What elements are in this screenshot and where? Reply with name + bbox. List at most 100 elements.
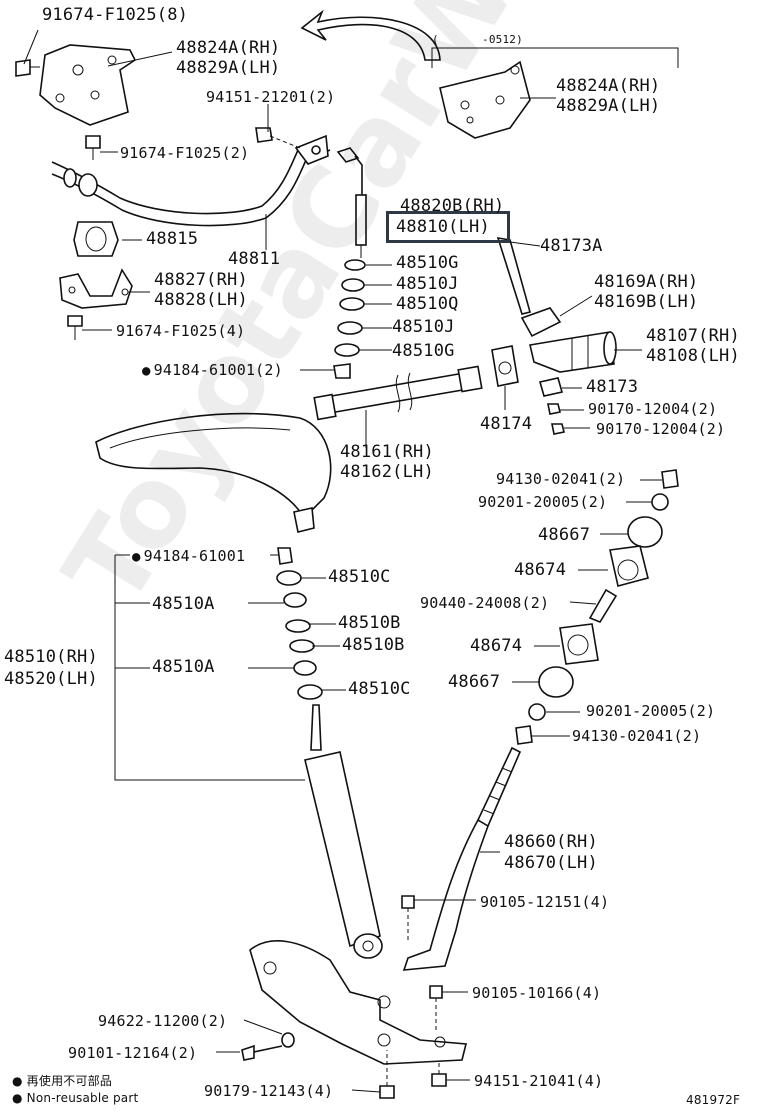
part-label[interactable]: 48510C: [328, 567, 391, 587]
part-label: 48670(LH): [504, 853, 598, 873]
stabilizer-link: [336, 147, 367, 258]
part-label[interactable]: 48510A: [152, 594, 215, 614]
nut-94151-b: [431, 1073, 447, 1087]
bracket-48827: [59, 268, 133, 309]
anchor-48174: [491, 345, 519, 387]
part-label[interactable]: 91674-F1025(2): [120, 144, 250, 162]
cushion-48510j: [341, 278, 365, 292]
washer-90201: [651, 493, 669, 511]
lower-control-arm: [249, 940, 468, 1065]
part-label[interactable]: 94130-02041(2): [572, 727, 702, 745]
part-label[interactable]: 48510A: [152, 657, 215, 677]
part-label[interactable]: 48510G: [392, 341, 455, 361]
part-label[interactable]: 90170-12004(2): [596, 420, 726, 438]
part-label[interactable]: 48161(RH): [340, 442, 434, 462]
bolt-91674-a: [85, 135, 101, 149]
part-label[interactable]: 48510B: [338, 613, 401, 633]
bolt-91674-b: [67, 315, 83, 327]
part-label[interactable]: 90201-20005(2): [586, 702, 716, 720]
nut-90179: [379, 1085, 395, 1099]
part-label[interactable]: 90105-10166(4): [472, 984, 602, 1002]
cushion-48510j-2: [337, 321, 363, 335]
nut-94130-b: [515, 725, 533, 745]
direction-arrow: [300, 9, 441, 61]
washer-48510b: [285, 619, 311, 633]
part-label[interactable]: 48510Q: [396, 294, 459, 314]
part-label[interactable]: 48169A(RH): [594, 272, 699, 292]
part-label[interactable]: 91674-F1025(8): [42, 5, 189, 25]
part-label[interactable]: 94184-61001: [132, 547, 245, 566]
part-label: 48828(LH): [154, 290, 248, 310]
part-label[interactable]: 94622-11200(2): [98, 1012, 228, 1030]
part-label[interactable]: 90101-12164(2): [68, 1044, 198, 1062]
part-label[interactable]: 90105-12151(4): [480, 893, 610, 911]
part-label[interactable]: 48660(RH): [504, 832, 598, 852]
rod-48173a: [496, 236, 531, 315]
part-label[interactable]: 48827(RH): [154, 270, 248, 290]
part-label[interactable]: 48510J: [392, 317, 455, 337]
part-label[interactable]: 48815: [146, 229, 199, 249]
part-label[interactable]: 91674-F1025(4): [116, 322, 246, 340]
part-label[interactable]: 48824A(RH): [176, 38, 281, 58]
part-label[interactable]: 48510G: [396, 253, 459, 273]
washer-48510c-2: [297, 684, 323, 700]
part-label[interactable]: 48510J: [396, 274, 459, 294]
date-range-open: (: [432, 33, 439, 46]
part-label[interactable]: 48667: [538, 525, 591, 545]
bushing-48510a-2: [293, 660, 317, 676]
bushing-48510a: [283, 592, 307, 608]
nut-94130: [661, 469, 679, 489]
part-label[interactable]: 90201-20005(2): [478, 493, 608, 511]
washer-48510g-2: [334, 343, 360, 357]
part-label[interactable]: 94151-21201(2): [206, 88, 336, 106]
washer-48510b-2: [289, 639, 315, 653]
legend-line-en: ● Non-reusable part: [12, 1091, 139, 1105]
part-label[interactable]: 48510(RH): [4, 647, 98, 667]
part-label[interactable]: 48510C: [348, 679, 411, 699]
selected-part-highlight: [386, 211, 510, 243]
washer-94622: [281, 1032, 295, 1048]
part-label[interactable]: 48173: [586, 377, 639, 397]
part-label[interactable]: 48667: [448, 672, 501, 692]
part-label-selected[interactable]: 48810(LH): [396, 217, 490, 237]
shock-absorber: [304, 704, 383, 959]
bolt-91674-top: [15, 59, 31, 77]
part-label[interactable]: 90440-24008(2): [420, 594, 550, 612]
retainer-48667: [627, 516, 663, 548]
date-range-end: -0512): [482, 33, 523, 46]
part-label[interactable]: 48811: [228, 249, 281, 269]
part-label[interactable]: 48107(RH): [646, 326, 740, 346]
part-label[interactable]: 48674: [470, 636, 523, 656]
bolt-90105-b: [429, 985, 443, 999]
bushing-48107: [529, 331, 617, 373]
bolt-90105-a: [401, 895, 415, 909]
part-label[interactable]: 48510B: [342, 635, 405, 655]
part-label: 48162(LH): [340, 462, 434, 482]
washer-48510c: [276, 570, 302, 586]
part-label[interactable]: 90179-12143(4): [204, 1082, 334, 1100]
leader-lines: [82, 51, 662, 1093]
torsion-bar: [313, 365, 483, 421]
part-label[interactable]: 48674: [514, 560, 567, 580]
part-label[interactable]: 94151-21041(4): [474, 1072, 604, 1090]
part-label[interactable]: 48173A: [540, 236, 603, 256]
part-label[interactable]: 94184-61001(2): [142, 361, 283, 380]
bushing-48674-b: [559, 623, 599, 665]
part-label[interactable]: 94130-02041(2): [496, 470, 626, 488]
nut-94184: [333, 363, 351, 379]
bushing-48815: [73, 221, 119, 257]
part-label: 48829A(LH): [556, 96, 661, 116]
part-label: 48108(LH): [646, 346, 740, 366]
part-label[interactable]: 48174: [480, 414, 533, 434]
part-label[interactable]: 48824A(RH): [556, 76, 661, 96]
collar-90440: [588, 588, 618, 623]
clip-48173: [538, 377, 564, 397]
part-label[interactable]: 48820B(RH): [400, 196, 505, 216]
washer-48510q: [339, 297, 365, 311]
washer-90201-b: [528, 703, 546, 721]
part-label: 48169B(LH): [594, 292, 699, 312]
part-label[interactable]: 90170-12004(2): [588, 400, 718, 418]
part-label: 48520(LH): [4, 669, 98, 689]
